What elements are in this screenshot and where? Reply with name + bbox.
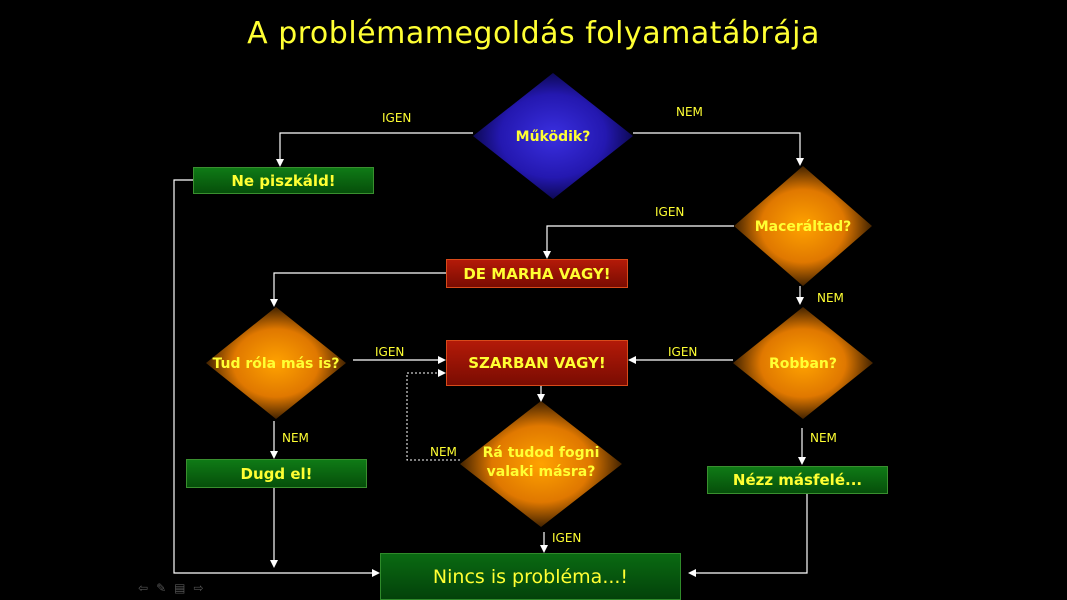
label-igen-robban: IGEN: [668, 345, 698, 359]
box-nincs-problema: Nincs is probléma...!: [380, 553, 681, 600]
page-title: A problémamegoldás folyamatábrája: [247, 16, 820, 51]
box-dugd-el: Dugd el!: [186, 459, 367, 488]
label-igen-maceraltad: IGEN: [655, 205, 685, 219]
label-nem-tud-rola: NEM: [282, 431, 309, 445]
decision-mukodik: [473, 73, 633, 199]
decision-robban-label: Robban?: [769, 355, 837, 372]
edge-nezz-nincs: [688, 494, 808, 577]
label-igen-tud-rola: IGEN: [375, 345, 405, 359]
edge-mukodik-nem: [633, 132, 804, 166]
label-igen-mukodik: IGEN: [382, 111, 412, 125]
label-nem-robban: NEM: [810, 431, 837, 445]
arrow-right-icon[interactable]: ⇨: [193, 581, 204, 595]
label-nem-maceraltad: NEM: [817, 291, 844, 305]
edge-mukodik-igen: [276, 132, 473, 167]
decision-robban: [733, 307, 873, 419]
arrow-left-icon[interactable]: ⇦: [138, 581, 149, 595]
box-ne-piszkald: Ne piszkáld!: [193, 167, 374, 194]
label-nem-ra-tudod: NEM: [430, 445, 457, 459]
label-nem-mukodik: NEM: [676, 105, 703, 119]
box-de-marha: DE MARHA VAGY!: [446, 259, 628, 288]
decision-ra-tudod: [460, 401, 622, 527]
decision-maceraltad-label: Maceráltad?: [754, 218, 852, 235]
pen-icon[interactable]: ✎: [156, 581, 167, 595]
edge-demarha-tudrola: [270, 272, 446, 307]
edge-ratudod-nem: [406, 369, 460, 461]
decision-ra-tudod-label-1: Rá tudod fogni: [482, 445, 600, 461]
decision-ra-tudod-label-2: valaki másra?: [486, 464, 596, 480]
box-szarban: SZARBAN VAGY!: [446, 340, 628, 386]
edge-nepiszkald-nincs: [173, 179, 380, 577]
edge-maceraltad-igen: [543, 225, 734, 259]
decision-mukodik-label: Működik?: [515, 128, 591, 145]
decision-maceraltad: [734, 166, 872, 286]
decision-tud-rola: [206, 307, 346, 419]
menu-icon[interactable]: ▤: [174, 581, 186, 595]
label-igen-ra-tudod: IGEN: [552, 531, 582, 545]
slide-nav: ⇦ ✎ ▤ ⇨: [138, 581, 204, 595]
box-nezz-masfele: Nézz másfelé...: [707, 466, 888, 494]
decision-tud-rola-label: Tud róla más is?: [212, 355, 340, 372]
